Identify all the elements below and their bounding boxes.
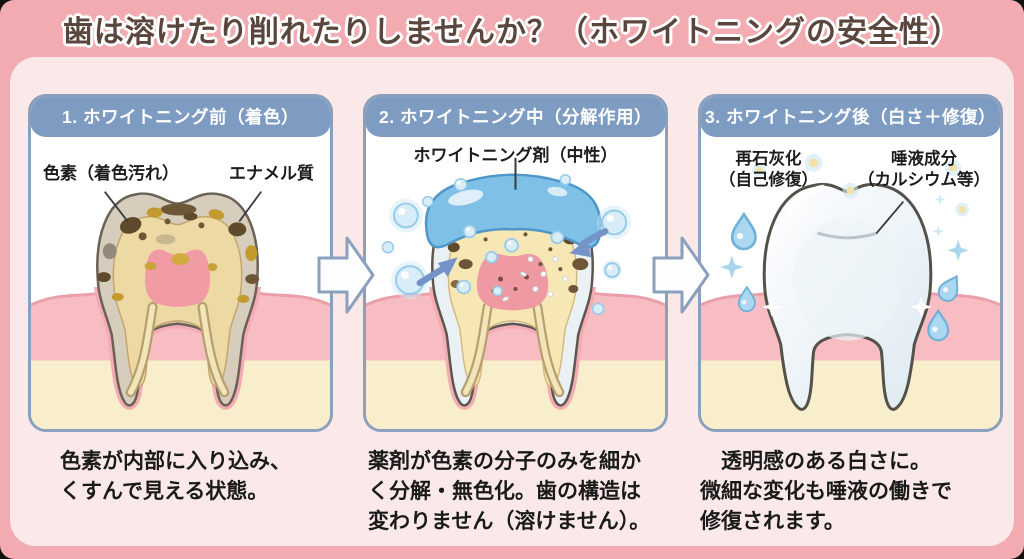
tooth-cross-section [96,192,259,407]
step-arrow-1 [317,236,375,314]
enamel-label: エナメル質 [229,164,314,183]
stained-tooth-illustration [31,191,330,429]
whitening-agent-label: ホワイトニング剤（中性） [413,146,618,165]
panel-1-header-label: 1. ホワイトニング前（着色） [62,107,299,127]
pulp [145,249,211,307]
caption-before: 色素が内部に入り込み、 くすんで見える状態。 [60,450,291,503]
pigment-label: 色素（着色汚れ） [43,164,179,183]
remineralization-label: 再石灰化 （自己修復） [719,150,818,189]
caption-after: 透明感のある白さに。 微細な変化も唾液の働きで 修復されます。 [700,450,952,533]
glow-dots [751,153,970,217]
panel-2-header: 2. ホワイトニング中（分解作用） [366,97,665,137]
title-bar: 歯は溶けたり削れたりしませんか？（ホワイトニングの安全性） [0,0,1024,57]
panel-1-header: 1. ホワイトニング前（着色） [31,97,330,137]
label-leader-lines [104,191,262,222]
tooth-cross-section [431,192,594,407]
panel-3-header: 3. ホワイトニング後（白さ＋修復） [701,97,1000,137]
pulp [476,253,549,311]
step-arrow-2 [652,236,710,314]
bone [31,345,330,429]
page-title: 歯は溶けたり削れたりしませんか？（ホワイトニングの安全性） [62,15,962,49]
dissolved-particles [502,256,569,302]
stain-spots [96,203,260,303]
white-tooth [762,182,933,411]
bone [366,345,665,429]
bone [701,345,1000,429]
caption-during: 薬剤が色素の分子のみを細か く分解・無色化。歯の構造は 変わりません（溶けません… [368,450,651,533]
whitening-action-illustration [366,157,665,429]
panel-during-whitening: 2. ホワイトニング中（分解作用） ホワイトニング剤（中性） [363,94,668,432]
saliva-label: 唾液成分 （カルシウム等） [858,150,990,189]
panel-before-whitening: 1. ホワイトニング前（着色） 色素（着色汚れ） エナメル質 [28,94,333,432]
panel-after-whitening: 3. ホワイトニング後（白さ＋修復） 再石灰化 （自己修復） 唾液成分 （カルシ… [698,94,1003,432]
panel-3-header-label: 3. ホワイトニング後（白さ＋修復） [705,107,996,127]
penetration-arrows [416,228,609,287]
saliva-droplets [730,212,966,342]
clean-tooth-illustration [701,153,1000,429]
panel-2-header-label: 2. ホワイトニング中（分解作用） [379,107,652,127]
saliva-leader-line [875,200,905,234]
